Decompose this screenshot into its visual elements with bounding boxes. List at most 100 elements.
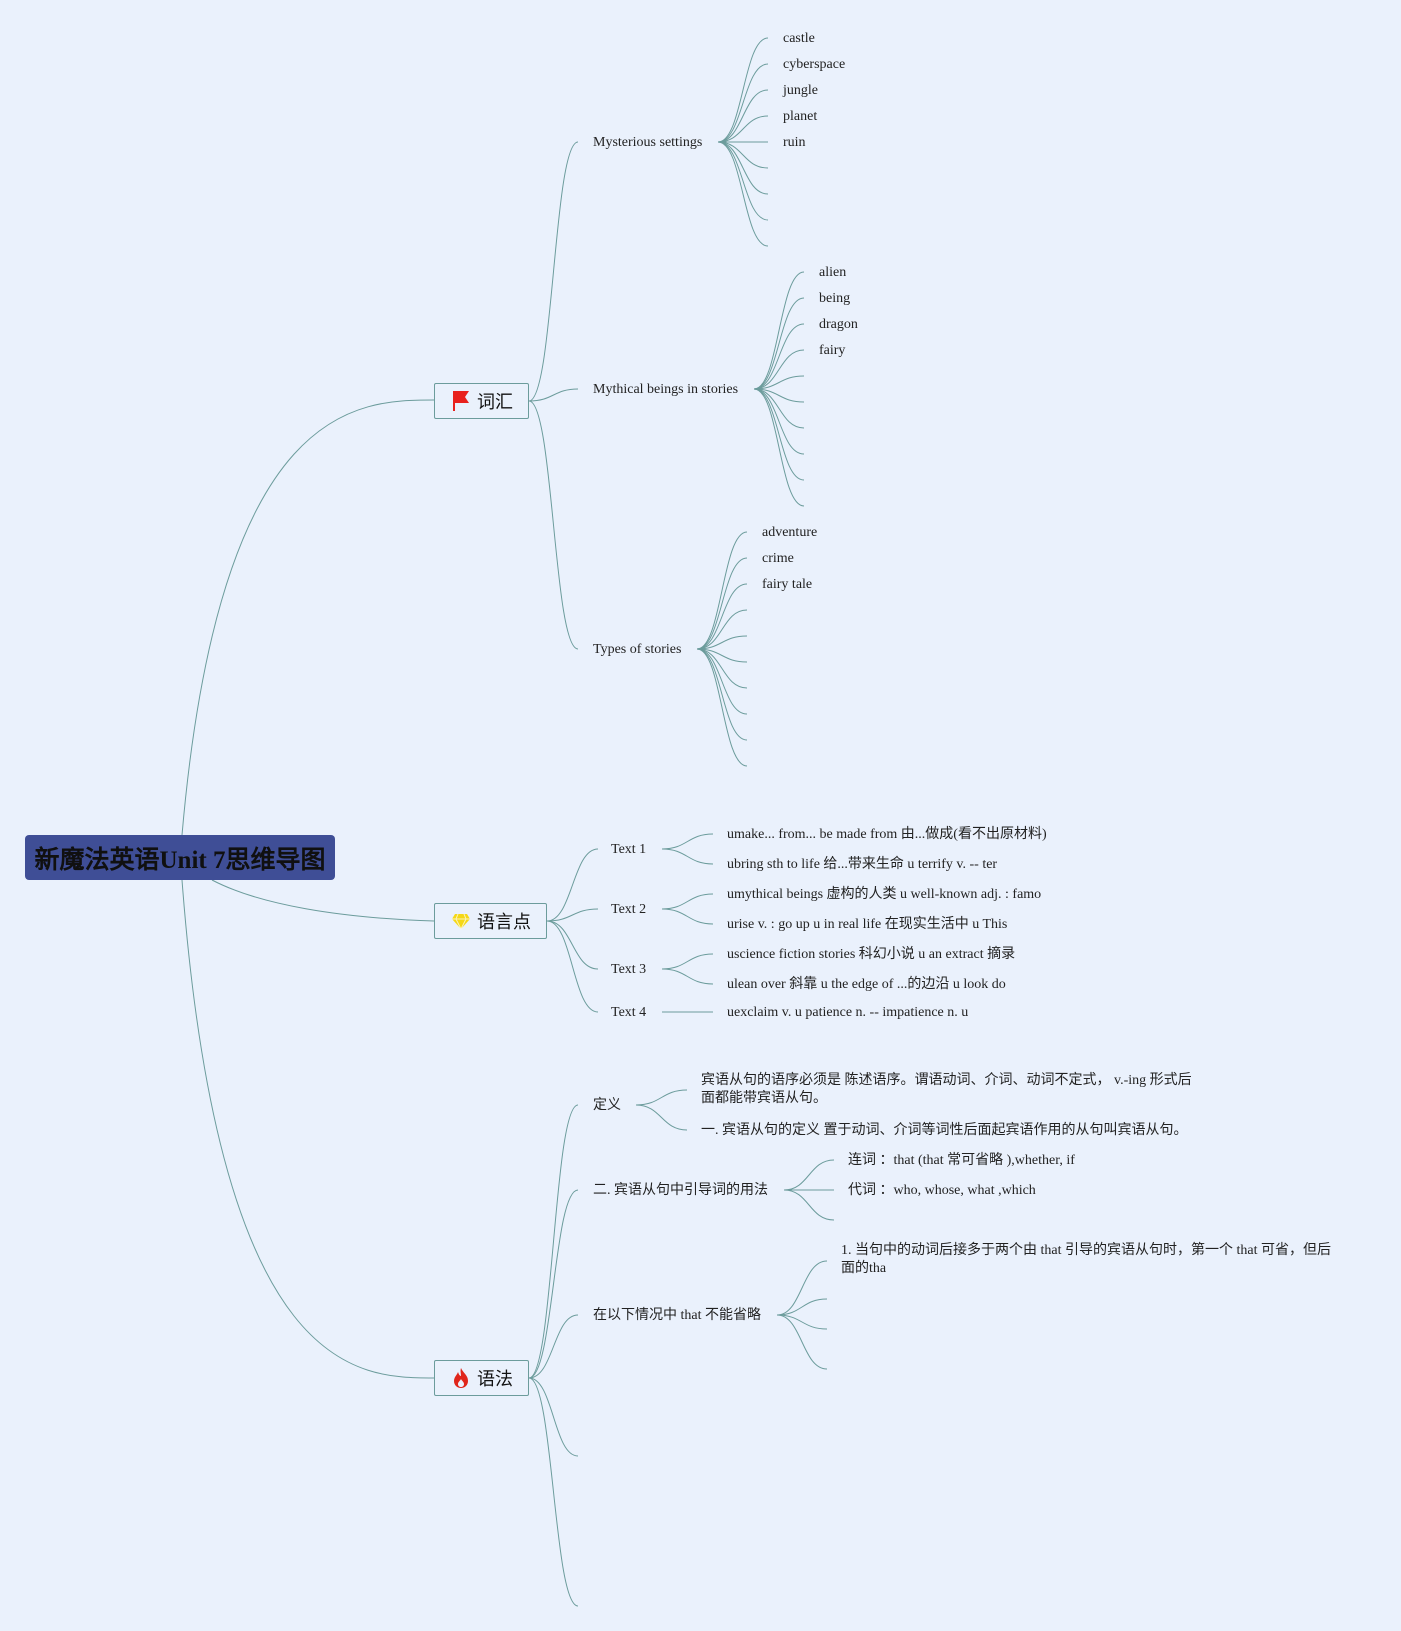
- leaf-item[interactable]: castle: [783, 31, 815, 46]
- connector-line: [546, 920, 599, 970]
- connector-line: [717, 141, 769, 195]
- topic-mysterious-settings[interactable]: Mysterious settings: [593, 135, 703, 150]
- topic-conjunction-usage[interactable]: 二. 宾语从句中引导词的用法: [593, 1183, 768, 1198]
- connector-line: [661, 953, 714, 970]
- connector-line: [696, 648, 748, 715]
- connector-line: [753, 271, 805, 390]
- branch-vocabulary[interactable]: 词汇: [434, 383, 529, 419]
- connector-line: [753, 388, 805, 481]
- connector-line: [696, 648, 748, 689]
- leaf-item[interactable]: uscience fiction stories 科幻小说 u an extra…: [727, 947, 1016, 962]
- connector-line: [783, 1189, 835, 1221]
- connector-line: [546, 908, 599, 922]
- connector-line: [528, 1104, 579, 1379]
- diamond-icon: [451, 911, 471, 931]
- connector-line: [211, 879, 435, 922]
- leaf-item[interactable]: fairy: [819, 343, 846, 358]
- leaf-item[interactable]: alien: [819, 265, 847, 280]
- connector-line: [661, 968, 714, 985]
- connector-line: [661, 893, 714, 910]
- topic-types-of-stories[interactable]: Types of stories: [593, 642, 682, 657]
- root-node[interactable]: 新魔法英语Unit 7思维导图: [25, 835, 335, 880]
- connector-line: [528, 1314, 579, 1379]
- connector-line: [753, 349, 805, 390]
- branch-grammar[interactable]: 语法: [434, 1360, 529, 1396]
- connector-line: [661, 848, 714, 865]
- topic-text-4[interactable]: Text 4: [611, 1005, 647, 1020]
- topic-definition[interactable]: 定义: [593, 1098, 621, 1113]
- connector-line: [753, 388, 805, 507]
- connector-line: [783, 1159, 835, 1191]
- connector-line: [661, 908, 714, 925]
- leaf-item[interactable]: urise v. : go up u in real life 在现实生活中 u…: [727, 917, 1008, 932]
- leaf-item[interactable]: adventure: [762, 525, 818, 540]
- leaf-item[interactable]: ubring sth to life 给...带来生命 u terrify v.…: [727, 857, 998, 872]
- connector-line: [717, 141, 769, 247]
- leaf-item[interactable]: being: [819, 291, 851, 306]
- connector-line: [635, 1104, 688, 1131]
- leaf-item[interactable]: dragon: [819, 317, 858, 332]
- leaf-item[interactable]: jungle: [783, 83, 818, 98]
- branch-language-points[interactable]: 语言点: [434, 903, 547, 939]
- connector-line: [546, 920, 599, 1013]
- connector-line: [753, 375, 805, 390]
- connector-line: [546, 848, 599, 922]
- leaf-item[interactable]: 宾语从句的语序必须是 陈述语序。谓语动词、介词、动词不定式， v.-ing 形式…: [701, 1073, 1192, 1106]
- connector-line: [528, 400, 579, 650]
- connector-line: [776, 1298, 828, 1316]
- connector-line: [181, 399, 435, 836]
- topic-text-1[interactable]: Text 1: [611, 842, 647, 857]
- topic-text-2[interactable]: Text 2: [611, 902, 647, 917]
- leaf-item[interactable]: crime: [762, 551, 794, 566]
- connector-line: [528, 1377, 579, 1457]
- connector-line: [776, 1314, 828, 1370]
- connector-line: [717, 63, 769, 143]
- connector-line: [528, 141, 579, 402]
- leaf-item[interactable]: planet: [783, 109, 818, 124]
- root-title: 新魔法英语Unit 7思维导图: [34, 846, 326, 874]
- topic-text-3[interactable]: Text 3: [611, 962, 647, 977]
- connector-line: [717, 89, 769, 143]
- connector-line: [776, 1260, 828, 1316]
- connector-line: [696, 583, 748, 650]
- connector-line: [696, 557, 748, 650]
- connector-line: [181, 879, 435, 1379]
- connector-line: [696, 609, 748, 650]
- leaf-item[interactable]: cyberspace: [783, 57, 846, 72]
- leaf-item[interactable]: 连词 ：that (that 常可省略 ),whether, if: [848, 1153, 1075, 1168]
- connector-line: [696, 635, 748, 650]
- connector-line: [635, 1089, 688, 1106]
- topic-that-not-omitted[interactable]: 在以下情况中 that 不能省略: [593, 1308, 761, 1323]
- branch-label: 语言点: [477, 912, 531, 933]
- connector-line: [696, 648, 748, 741]
- branch-label: 词汇: [477, 392, 513, 413]
- connector-line: [696, 648, 748, 767]
- leaf-item[interactable]: umake... from... be made from 由...做成(看不出…: [727, 827, 1047, 842]
- leaf-item[interactable]: 一. 宾语从句的定义 置于动词、介词等词性后面起宾语作用的从句叫宾语从句。: [701, 1123, 1188, 1138]
- leaf-item[interactable]: fairy tale: [762, 577, 813, 592]
- leaf-item[interactable]: 1. 当句中的动词后接多于两个由 that 引导的宾语从句时，第一个 that …: [841, 1243, 1331, 1276]
- topic-mythical-beings[interactable]: Mythical beings in stories: [593, 382, 739, 397]
- leaf-item[interactable]: umythical beings 虚构的人类 u well-known adj.…: [727, 887, 1042, 902]
- branch-label: 语法: [477, 1369, 513, 1390]
- connector-line: [528, 1377, 579, 1607]
- connector-line: [717, 37, 769, 143]
- connector-line: [696, 531, 748, 650]
- leaf-item[interactable]: uexclaim v. u patience n. -- impatience …: [727, 1005, 969, 1020]
- connector-line: [753, 297, 805, 390]
- connector-line: [717, 141, 769, 221]
- leaf-item[interactable]: ruin: [783, 135, 806, 150]
- connector-line: [753, 388, 805, 455]
- leaf-item[interactable]: ulean over 斜靠 u the edge of ...的边沿 u loo…: [727, 977, 1006, 992]
- connector-line: [528, 1189, 579, 1379]
- fire-icon: [451, 1367, 471, 1389]
- connector-line: [776, 1314, 828, 1330]
- connector-line: [661, 833, 714, 850]
- connector-line: [717, 115, 769, 143]
- flag-icon: [451, 390, 471, 412]
- connector-line: [753, 388, 805, 429]
- connector-line: [528, 388, 579, 402]
- connector-line: [753, 323, 805, 390]
- leaf-item[interactable]: 代词 ：who, whose, what ,which: [848, 1183, 1036, 1198]
